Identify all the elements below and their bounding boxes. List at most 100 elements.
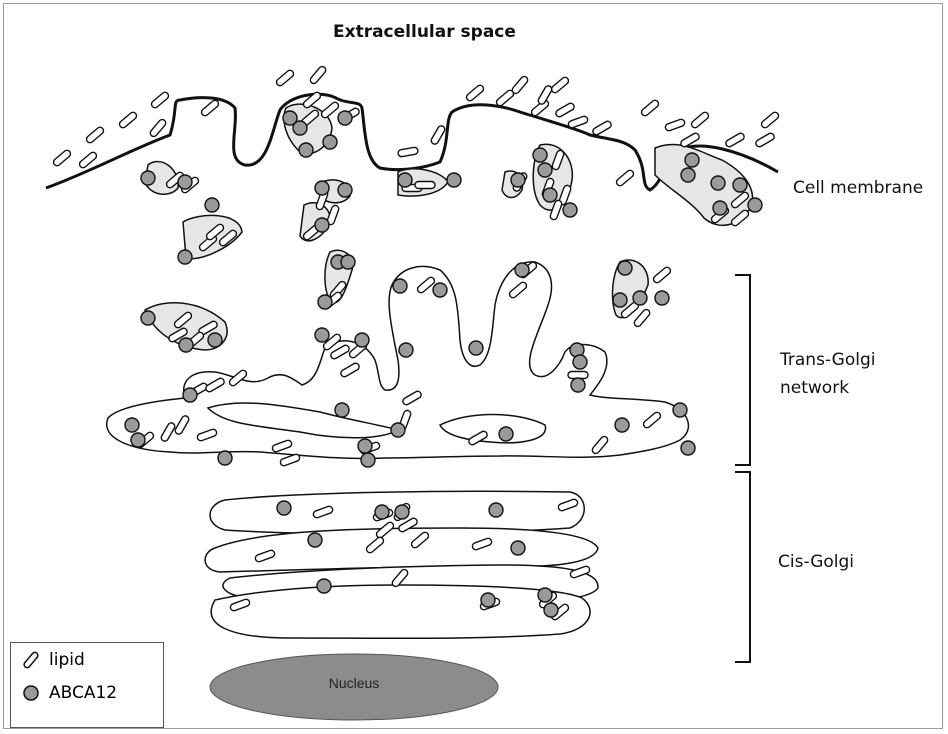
lipid-rod (279, 453, 300, 466)
cell-membrane-label: Cell membrane (793, 178, 923, 198)
lipid-rod (85, 126, 105, 144)
abca12-granule (179, 338, 193, 352)
trans-golgi-bracket (735, 275, 750, 465)
lipid-rod (149, 118, 167, 138)
lipid-rod (652, 266, 672, 284)
abca12-granule (533, 148, 547, 162)
abca12-granule (341, 255, 355, 269)
abca12-granule (317, 579, 331, 593)
abca12-granule (338, 183, 352, 197)
legend-lipid-label: lipid (49, 650, 85, 670)
abca12-granule (208, 333, 222, 347)
lipid-rod (118, 111, 138, 129)
abca12-granule (205, 198, 219, 212)
abca12-granule (315, 218, 329, 232)
abca12-granule (393, 279, 407, 293)
lipid-rod (495, 89, 515, 107)
legend-abca12: ABCA12 (21, 683, 117, 703)
abca12-granule (323, 135, 337, 149)
abca12-granule (398, 173, 412, 187)
legend-abca12-label: ABCA12 (49, 683, 117, 703)
abca12-granule (748, 198, 762, 212)
lipid-rod (511, 75, 529, 95)
abca12-granule (391, 423, 405, 437)
lipid-rod (309, 65, 327, 85)
cis-golgi-bracket (735, 472, 750, 662)
abca12-granule (131, 433, 145, 447)
lipid-rod (550, 76, 570, 94)
abca12-granule (358, 439, 372, 453)
abca12-granule (315, 181, 329, 195)
abca12-granule (563, 203, 577, 217)
abca12-granule (355, 333, 369, 347)
lipid-rod (465, 84, 485, 102)
abca12-granule (713, 201, 727, 215)
abca12-granule (538, 163, 552, 177)
abca12-granule (469, 341, 483, 355)
abca12-granule (538, 588, 552, 602)
lipid-rod (320, 101, 340, 119)
abca12-granule (733, 178, 747, 192)
abca12-granule (511, 173, 525, 187)
lipid-rod (633, 308, 651, 328)
lipid-rod (640, 99, 660, 117)
trans-golgi-label-line1: Trans-Golgi (780, 346, 876, 374)
abca12-granule (481, 593, 495, 607)
abca12-granule (544, 603, 558, 617)
trans-golgi-label-line2: network (780, 374, 876, 402)
lipid-rod (537, 85, 553, 106)
lipid-rod (275, 69, 295, 87)
abca12-granule (361, 453, 375, 467)
abca12-granule (178, 175, 192, 189)
abca12-granule (633, 291, 647, 305)
abca12-granule (218, 451, 232, 465)
abca12-granule (277, 501, 291, 515)
legend-lipid: lipid (21, 650, 85, 670)
lipid-rod (150, 91, 170, 109)
abca12-dot-icon (21, 683, 41, 703)
lipid-rod (398, 147, 419, 157)
lipid-rod (52, 149, 72, 167)
nucleus-label: Nucleus (210, 675, 498, 691)
lipid-rod (567, 115, 588, 128)
abca12-granule (141, 171, 155, 185)
extracellular-space-label: Extracellular space (333, 22, 516, 42)
abca12-granule (711, 176, 725, 190)
lipid-rod (664, 118, 685, 131)
abca12-granule (178, 250, 192, 264)
lipid-rod (760, 111, 780, 129)
abca12-granule (293, 121, 307, 135)
abca12-granule (489, 503, 503, 517)
lipid-rod (615, 169, 635, 187)
abca12-granule (515, 263, 529, 277)
abca12-granule (299, 143, 313, 157)
lipid-rod (415, 182, 435, 189)
abca12-granule (318, 295, 332, 309)
cis-golgi-label: Cis-Golgi (778, 552, 854, 572)
abca12-granule (511, 541, 525, 555)
abca12-granule (125, 418, 139, 432)
trans-golgi-network-label: Trans-Golgi network (780, 346, 876, 402)
abca12-granule (618, 261, 632, 275)
abca12-granule (615, 418, 629, 432)
lipid-rod (555, 102, 576, 118)
abca12-granule (685, 153, 699, 167)
abca12-granule (499, 427, 513, 441)
abca12-granule (613, 293, 627, 307)
abca12-granule (338, 111, 352, 125)
abca12-granule (395, 505, 409, 519)
lipid-rod (430, 125, 446, 146)
abca12-granule (375, 505, 389, 519)
abca12-granule (573, 355, 587, 369)
abca12-granule (543, 188, 557, 202)
lipid-rod (725, 132, 746, 148)
abca12-granule (673, 403, 687, 417)
abca12-granule (315, 328, 329, 342)
abca12-granule (571, 378, 585, 392)
abca12-granule (335, 403, 349, 417)
abca12-granule (399, 343, 413, 357)
lipid-rod-icon (21, 650, 41, 670)
abca12-granule (681, 441, 695, 455)
abca12-granule (433, 283, 447, 297)
lipid-rod (200, 99, 220, 117)
